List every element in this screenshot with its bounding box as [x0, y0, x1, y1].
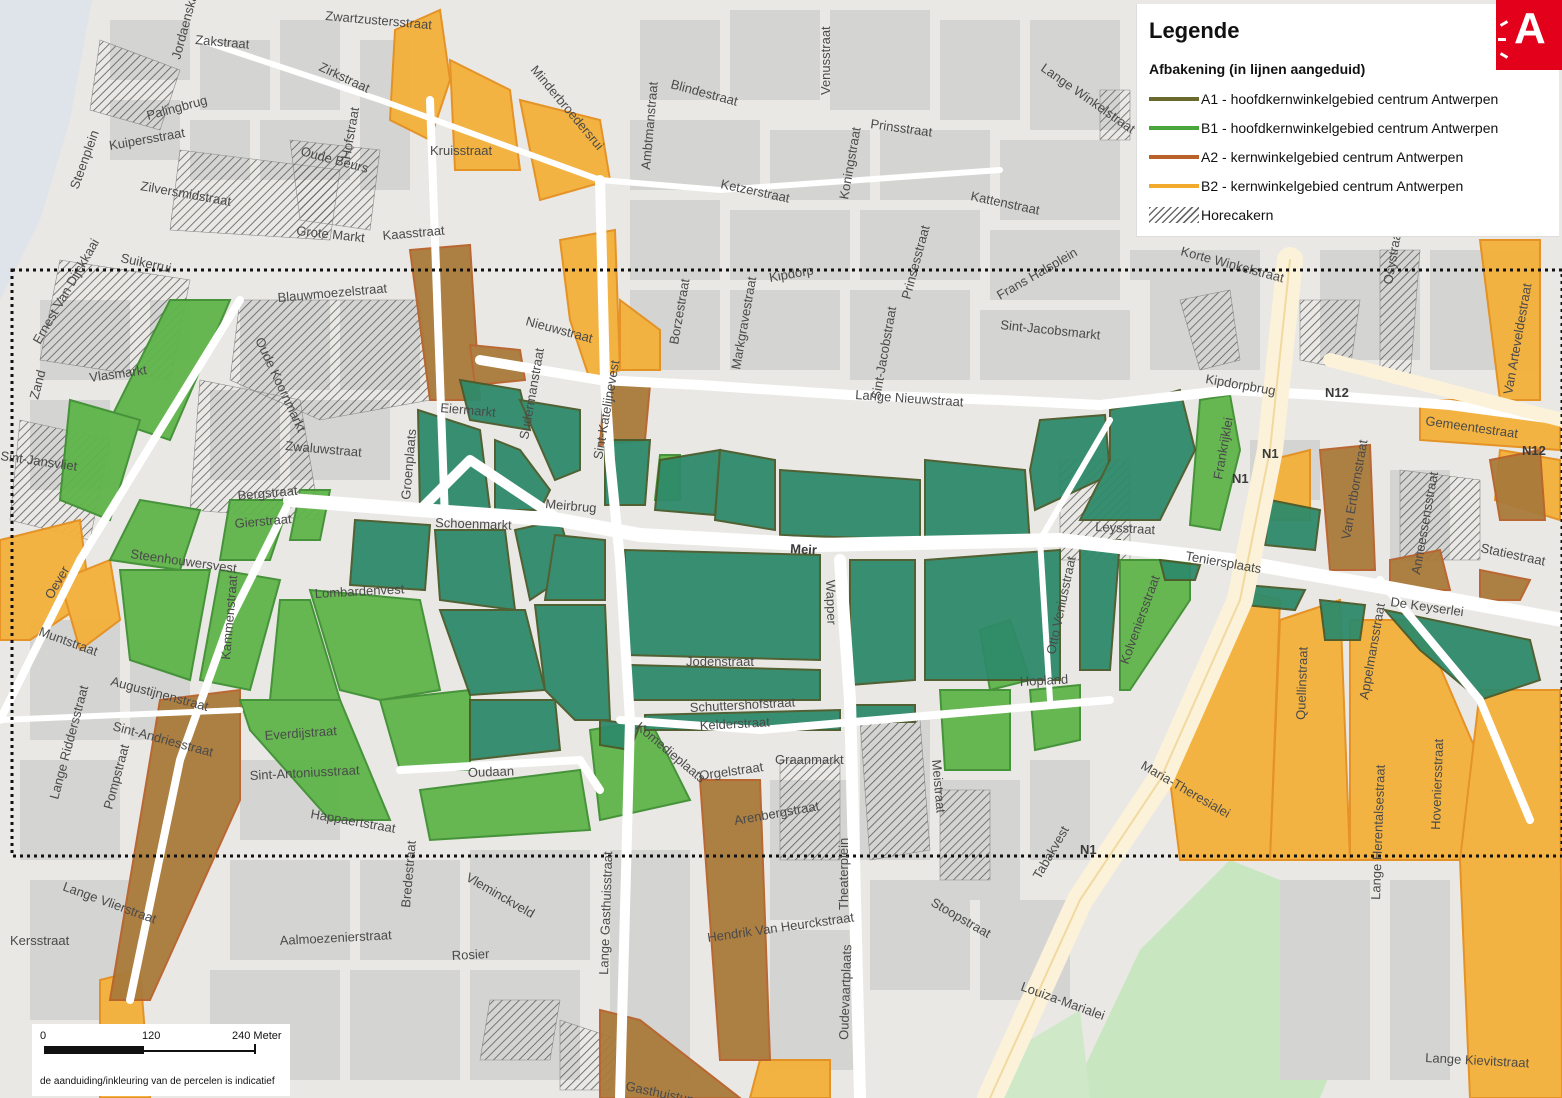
street-label: Groenplaats	[398, 428, 419, 500]
street-label: Zakstraat	[195, 32, 251, 52]
street-label: Lange Gasthuisstraat	[596, 851, 615, 975]
street-label: Kammenstraat	[218, 574, 240, 660]
street-label: Lombardenvest	[314, 581, 405, 601]
scale-tick-240: 240 Meter	[232, 1030, 282, 1042]
street-label: Zwaluwstraat	[285, 438, 363, 460]
legend-swatch-a2	[1149, 155, 1199, 159]
street-label: Sint-Antoniusstraat	[249, 762, 360, 783]
streets	[0, 37, 1562, 1098]
street-label: Zand	[26, 368, 48, 401]
river-area	[0, 0, 92, 300]
legend-subtitle: Afbakening (in lijnen aangeduid)	[1149, 61, 1366, 77]
street-label: Kruisstraat	[430, 143, 493, 158]
street-label: Meir	[790, 541, 817, 557]
legend-item-a2: A2 - kernwinkelgebied centrum Antwerpen	[1149, 146, 1463, 168]
legend-swatch-a1	[1149, 97, 1199, 101]
legend-swatch-b1	[1149, 126, 1199, 130]
street-label: Hopland	[1019, 671, 1068, 689]
street-label: Eiermarkt	[440, 400, 497, 420]
road-number: N1	[1080, 842, 1097, 857]
road-number: N12	[1325, 385, 1349, 400]
park-area-south	[1000, 1010, 1090, 1098]
street-label: Leysstraat	[1095, 519, 1156, 537]
zone-b2	[0, 8, 1562, 1098]
street-label: Oudaan	[468, 763, 515, 780]
legend-label: A2 - kernwinkelgebied centrum Antwerpen	[1201, 149, 1464, 165]
map-legend: Legende Afbakening (in lijnen aangeduid)…	[1136, 4, 1559, 237]
street-label: Everdijstraat	[264, 723, 338, 743]
street-label: Schuttershofstraat	[689, 694, 796, 715]
street-label: Bredestraat	[398, 840, 419, 909]
road-number: N1	[1262, 446, 1279, 461]
legend-label: B1 - hoofdkernwinkelgebied centrum Antwe…	[1201, 120, 1499, 136]
legend-title: Legende	[1149, 18, 1240, 43]
scale-end-tick	[254, 1044, 256, 1054]
street-label: Rosier	[451, 946, 490, 963]
street-label: Gierstraat	[234, 511, 293, 531]
street-label: Grote Markt	[296, 223, 366, 245]
street-label: Aalmoezenierstraat	[279, 927, 392, 948]
scale-segment-2	[144, 1050, 254, 1052]
street-label: Lange Kievitstraat	[1425, 1050, 1530, 1070]
scale-segment-1	[44, 1046, 144, 1054]
street-label: Schoenmarkt	[435, 515, 512, 533]
street-label: Venusstraat	[818, 26, 833, 95]
legend-label: Horecakern	[1201, 207, 1274, 223]
street-label: Bergstraat	[237, 483, 298, 503]
antwerpen-logo: A	[1496, 0, 1562, 70]
street-label: Graanmarkt	[775, 752, 844, 767]
street-label: Kelderstraat	[699, 714, 770, 733]
study-area-boundary	[10, 268, 1562, 858]
legend-item-b1: B1 - hoofdkernwinkelgebied centrum Antwe…	[1149, 117, 1498, 139]
legend-item-a1: A1 - hoofdkernwinkelgebied centrum Antwe…	[1149, 88, 1498, 110]
logo-letter: A	[1514, 4, 1546, 53]
street-label: Meirbrug	[545, 496, 597, 515]
zone-b1	[58, 299, 1242, 842]
street-label: Jodenstraat	[686, 654, 754, 669]
road-number: N12	[1522, 443, 1546, 458]
scale-tick-120: 120	[142, 1030, 161, 1042]
scale-bar: 0 120 240 Meter de aanduiding/inkleuring…	[32, 1024, 290, 1096]
legend-item-horeca: Horecakern	[1149, 204, 1273, 226]
street-label: Theaterplein	[836, 838, 851, 910]
legend-swatch-b2	[1149, 184, 1199, 188]
street-label: Quellinstraat	[1293, 646, 1311, 720]
road-number: N1	[1232, 471, 1249, 486]
street-label: Kersstraat	[10, 933, 70, 948]
street-label: Wapper	[823, 580, 840, 626]
street-label: Oudevaartplaats	[836, 944, 854, 1040]
scale-tick-0: 0	[40, 1030, 47, 1042]
legend-item-b2: B2 - kernwinkelgebied centrum Antwerpen	[1149, 175, 1463, 197]
street-label: Kaasstraat	[382, 223, 446, 243]
street-label: Hoveniersstraat	[1428, 738, 1446, 830]
street-label: Lange Herentalsestraat	[1368, 764, 1388, 900]
street-label: Meistraat	[929, 759, 949, 814]
legend-label: A1 - hoofdkernwinkelgebied centrum Antwe…	[1201, 91, 1499, 107]
legend-swatch-hatch	[1149, 207, 1199, 223]
scale-note: de aanduiding/inkleuring van de percelen…	[40, 1076, 275, 1087]
legend-label: B2 - kernwinkelgebied centrum Antwerpen	[1201, 178, 1464, 194]
